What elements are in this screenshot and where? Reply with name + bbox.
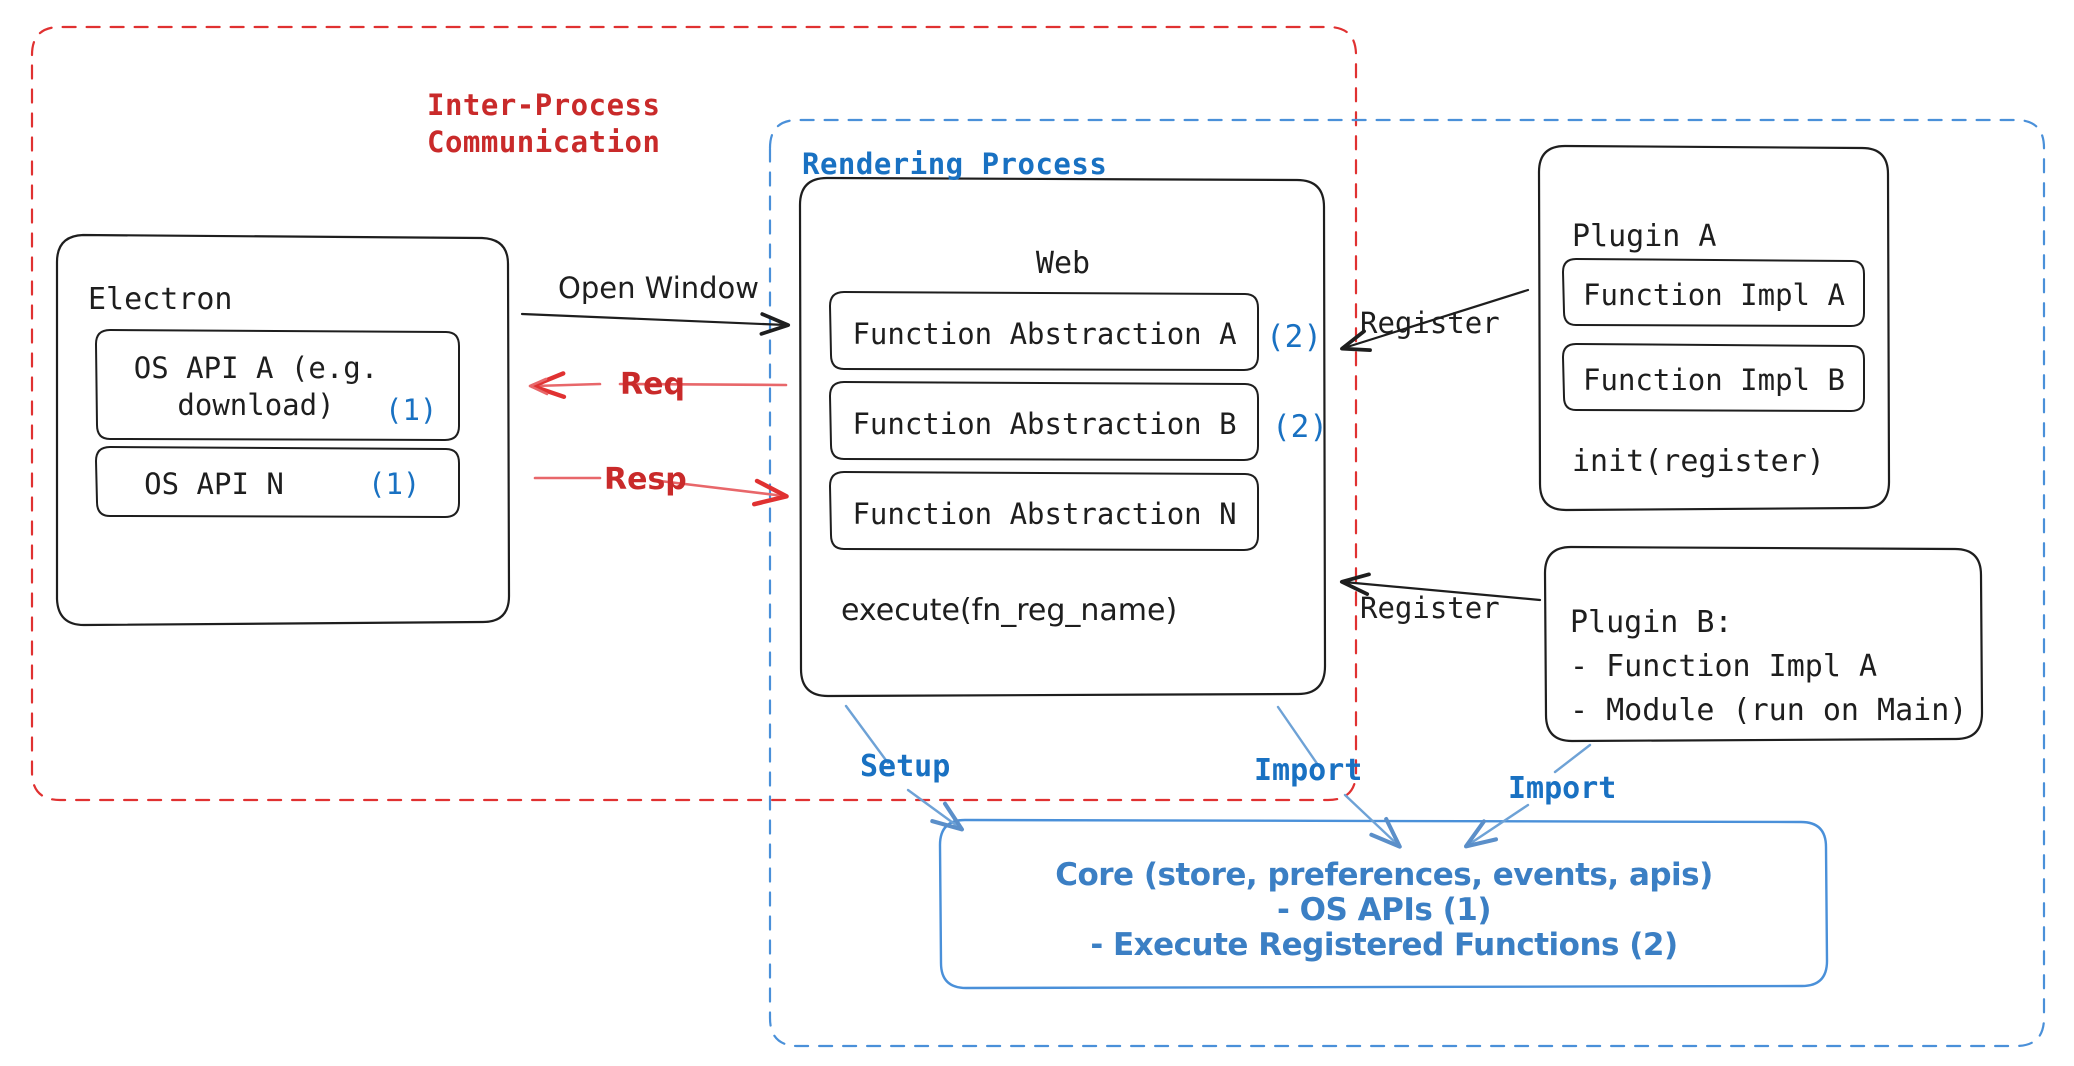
electron-item-os-api-n[interactable]: OS API N [144,467,284,501]
electron-item-os-api-a[interactable]: OS API A (e.g. download) [133,351,379,423]
electron-item-os-api-n-marker: (1) [368,467,421,501]
arrow-import-right-label: Import [1508,771,1617,806]
web-item-function-abstraction-b-marker: (2) [1272,409,1328,445]
arrow-req-label: Req [620,367,685,402]
plugin-b-line-title: Plugin B: [1570,605,1733,640]
core-line-main: Core (store, preferences, events, apis) [1055,857,1713,893]
plugin-a-title: Plugin A [1572,219,1717,254]
web-item-function-abstraction-a[interactable]: Function Abstraction A [852,317,1237,351]
arrow-resp-label: Resp [604,462,687,497]
plugin-a-item-function-impl-a[interactable]: Function Impl A [1583,278,1845,312]
web-item-function-abstraction-a-marker: (2) [1266,319,1322,355]
core-line-execute-registered: - Execute Registered Functions (2) [1090,927,1678,963]
ipc-title: Inter-Process Communication [427,88,661,160]
arrow-register-bottom-label: Register [1360,591,1500,625]
arrow-register-top-label: Register [1360,306,1500,340]
web-item-function-abstraction-n[interactable]: Function Abstraction N [852,497,1237,531]
arrow-setup-label: Setup [860,749,951,784]
arrow-import-left-label: Import [1254,753,1363,788]
arrow-open-window [520,312,791,336]
core-line-os-apis: - OS APIs (1) [1276,892,1492,928]
plugin-b-line-function-impl-a: - Function Impl A [1570,649,1878,684]
arrow-open-window-label: Open Window [558,271,760,305]
web-item-function-abstraction-b[interactable]: Function Abstraction B [852,407,1237,441]
rendering-process-title: Rendering Process [802,147,1108,181]
web-title: Web [1035,246,1091,281]
electron-title: Electron [88,282,233,317]
web-footer-execute: execute(fn_reg_name) [841,593,1178,628]
plugin-b-line-module: - Module (run on Main) [1570,693,1968,728]
electron-item-os-api-a-marker: (1) [385,393,438,427]
plugin-a-item-function-impl-b[interactable]: Function Impl B [1583,363,1845,397]
plugin-a-footer-init: init(register) [1572,444,1825,479]
